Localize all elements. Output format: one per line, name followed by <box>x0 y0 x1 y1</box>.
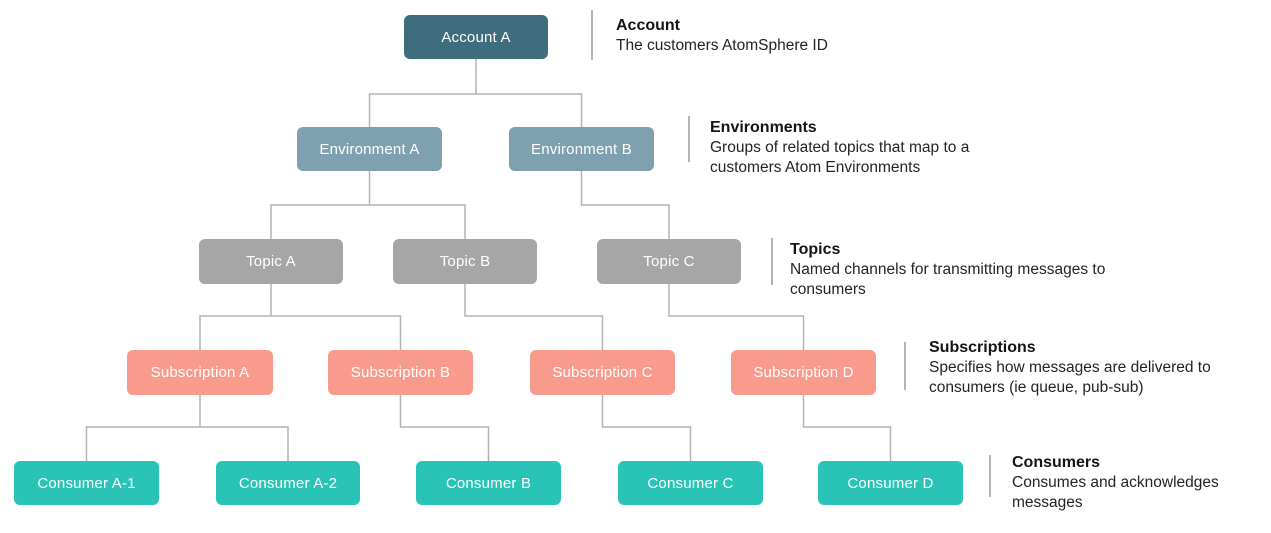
node-subscription-d: Subscription D <box>731 350 876 395</box>
account-legend-divider <box>591 10 593 60</box>
connector-sub-b-to-consumer-b <box>399 395 490 461</box>
node-topic-b: Topic B <box>393 239 537 284</box>
connector-sub-d-to-consumer-d <box>802 395 892 461</box>
consumers-legend-divider <box>989 455 991 497</box>
consumers-legend: Consumers Consumes and acknowledges mess… <box>1012 453 1219 513</box>
connector-sub-c-to-consumer-c <box>601 395 692 461</box>
subscriptions-legend-title: Subscriptions <box>929 339 1036 356</box>
node-subscription-c: Subscription C <box>530 350 675 395</box>
node-subscription-b: Subscription B <box>328 350 473 395</box>
node-consumer-b: Consumer B <box>416 461 561 505</box>
environments-legend-description: Groups of related topics that map to a <box>710 139 970 156</box>
topics-legend-title: Topics <box>790 241 841 258</box>
connector-env-a-to-topics <box>270 171 466 239</box>
subscriptions-legend: Subscriptions Specifies how messages are… <box>929 338 1211 398</box>
account-legend: Account The customers AtomSphere ID <box>616 16 828 56</box>
node-topic-c: Topic C <box>597 239 741 284</box>
topics-legend-divider <box>771 238 773 285</box>
node-topic-a: Topic A <box>199 239 343 284</box>
node-consumer-a2: Consumer A-2 <box>216 461 360 505</box>
node-environment-a: Environment A <box>297 127 442 171</box>
node-consumer-d: Consumer D <box>818 461 963 505</box>
topics-legend-description: Named channels for transmitting messages… <box>790 261 1106 278</box>
consumers-legend-title: Consumers <box>1012 454 1101 471</box>
connector-topic-a-to-subscriptions <box>199 284 402 350</box>
consumers-legend-description: messages <box>1012 494 1083 511</box>
account-legend-title: Account <box>616 17 680 34</box>
topics-legend-description: consumers <box>790 281 866 298</box>
environments-legend-description: customers Atom Environments <box>710 159 921 176</box>
environments-legend-divider <box>688 116 690 162</box>
connector-env-b-to-topic-c <box>580 171 670 239</box>
connector-topic-c-to-subscription-d <box>668 284 805 350</box>
node-consumer-a1: Consumer A-1 <box>14 461 159 505</box>
environments-legend: Environments Groups of related topics th… <box>710 118 969 178</box>
node-account-a: Account A <box>404 15 548 59</box>
environments-legend-title: Environments <box>710 119 817 136</box>
account-legend-description: The customers AtomSphere ID <box>616 37 828 54</box>
topics-legend: Topics Named channels for transmitting m… <box>790 240 1105 300</box>
subscriptions-legend-description: consumers (ie queue, pub-sub) <box>929 379 1144 396</box>
connector-topic-b-to-subscription-c <box>464 284 604 350</box>
subscriptions-legend-description: Specifies how messages are delivered to <box>929 359 1211 376</box>
subscriptions-legend-divider <box>904 342 906 390</box>
node-consumer-c: Consumer C <box>618 461 763 505</box>
node-environment-b: Environment B <box>509 127 654 171</box>
connector-account-to-environments <box>368 59 583 127</box>
node-subscription-a: Subscription A <box>127 350 273 395</box>
connector-sub-a-to-consumers <box>85 395 289 461</box>
consumers-legend-description: Consumes and acknowledges <box>1012 474 1219 491</box>
